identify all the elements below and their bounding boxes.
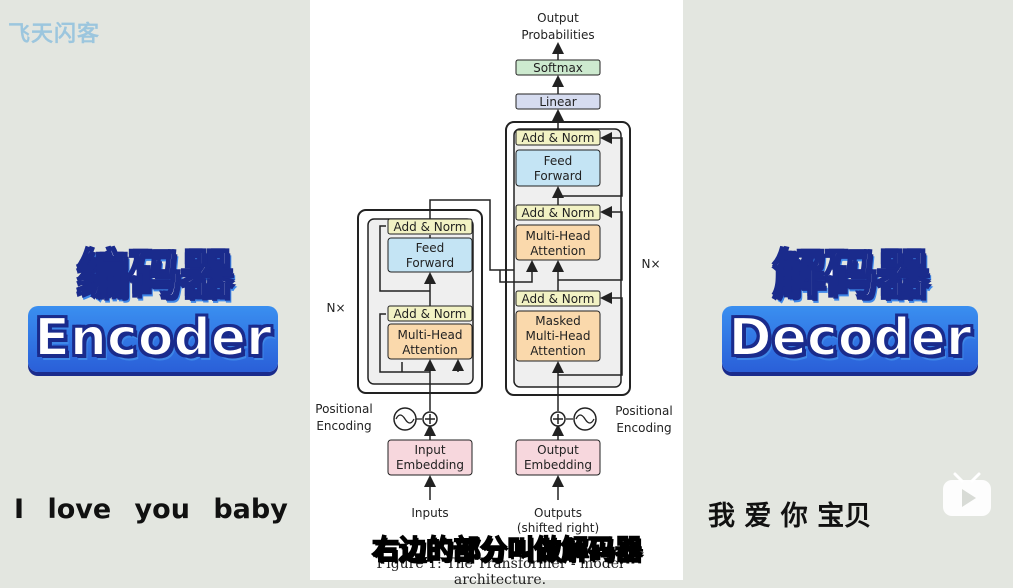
softmax-label: Softmax: [533, 61, 583, 75]
decoder-nx-label: N×: [641, 257, 660, 271]
encoder-ff-line1: Feed: [416, 241, 445, 255]
output-embedding-line1: Output: [537, 443, 579, 457]
outputs-label-line1: Outputs: [534, 506, 582, 520]
decoder-positional-line1: Positional: [615, 404, 672, 418]
decoder-ca-line2: Attention: [530, 244, 585, 258]
decoder-ma-line2: Multi-Head: [525, 329, 590, 343]
outputs-label-line2: (shifted right): [517, 521, 599, 535]
paper-figure-panel: Add & Norm Feed Forward Add & Norm Multi…: [310, 0, 683, 580]
encoder-positional-line1: Positional: [315, 402, 372, 416]
encoder-mha-line1: Multi-Head: [397, 328, 462, 342]
decoder-title-en: Decoder: [727, 308, 972, 368]
encoder-nx-label: N×: [326, 301, 345, 315]
encoder-phrase: I love you baby: [14, 494, 288, 525]
decoder-phrase: 我 爱 你 宝贝: [708, 501, 872, 532]
encoder-label-plate: [28, 306, 278, 372]
encoder-ff-line2: Forward: [406, 256, 454, 270]
decoder-ff-line1: Feed: [544, 154, 573, 168]
input-embedding-line2: Embedding: [396, 458, 464, 472]
decoder-add-norm-1-label: Add & Norm: [522, 131, 595, 145]
linear-label: Linear: [539, 95, 576, 109]
decoder-title-cn: 解码器: [772, 246, 930, 306]
decoder-label-plate: [722, 306, 978, 372]
output-embedding-line2: Embedding: [524, 458, 592, 472]
inputs-label: Inputs: [411, 506, 448, 520]
output-embedding: [515, 439, 601, 476]
output-prob-line2: Probabilities: [521, 28, 594, 42]
channel-watermark: 飞天闪客: [8, 22, 101, 47]
encoder-title-cn: 编码器: [76, 246, 234, 306]
decoder-ff-line2: Forward: [534, 169, 582, 183]
encoder-add-norm-bottom-label: Add & Norm: [394, 307, 467, 321]
decoder-add-norm-2-label: Add & Norm: [522, 206, 595, 220]
encoder-mha-line2: Attention: [402, 343, 457, 357]
encoder-title-en: Encoder: [33, 308, 272, 368]
decoder-ma-line1: Masked: [535, 314, 580, 328]
video-subtitle: 右边的部分叫做解码器: [371, 534, 643, 567]
decoder-add-norm-3-label: Add & Norm: [522, 292, 595, 306]
decoder-positional-line2: Encoding: [616, 421, 671, 435]
play-badge-icon: [943, 472, 991, 516]
decoder-ma-line3: Attention: [530, 344, 585, 358]
input-embedding-line1: Input: [414, 443, 445, 457]
transformer-diagram: Add & Norm Feed Forward Add & Norm Multi…: [315, 11, 672, 535]
output-prob-line1: Output: [537, 11, 579, 25]
encoder-add-norm-top-label: Add & Norm: [394, 220, 467, 234]
encoder-positional-line2: Encoding: [316, 419, 371, 433]
decoder-ca-line1: Multi-Head: [525, 229, 590, 243]
input-embedding: [387, 439, 473, 476]
